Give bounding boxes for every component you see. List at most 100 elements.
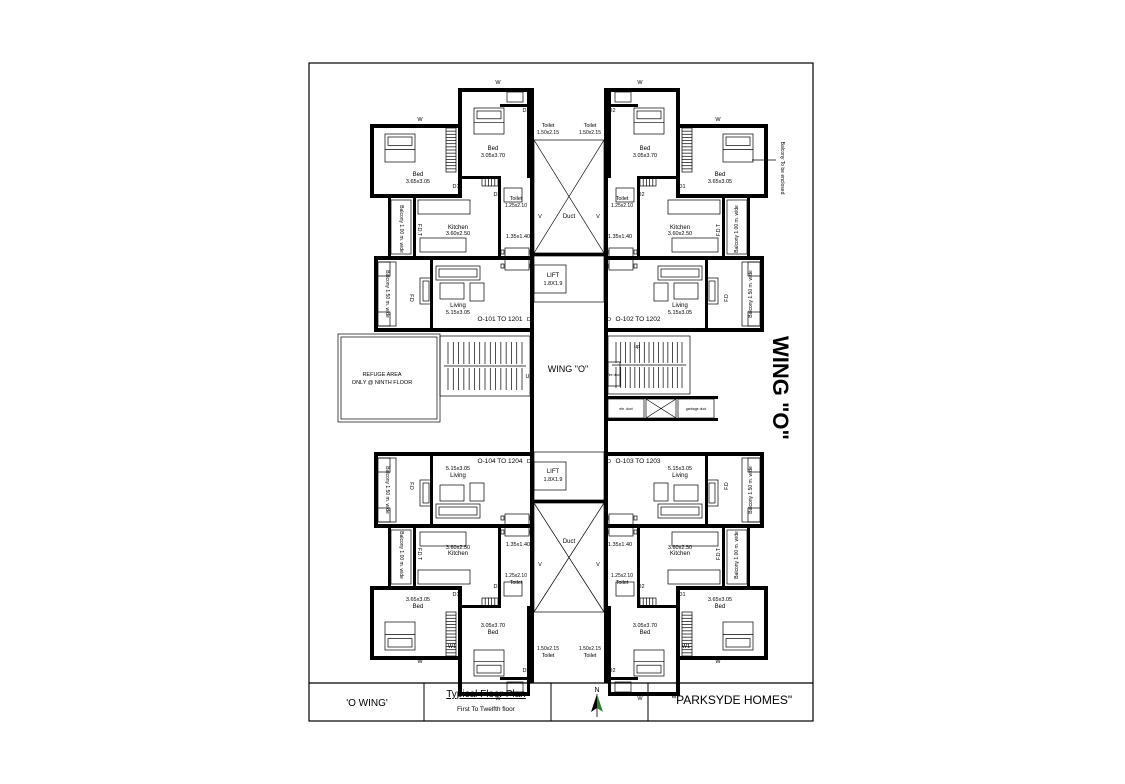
wall	[388, 198, 391, 256]
window-w1-tag: W1	[448, 644, 456, 650]
wash-basin	[615, 581, 635, 597]
window-glass	[478, 694, 508, 696]
coffee-table	[673, 282, 699, 300]
wall	[608, 677, 638, 680]
bed-a-size: 3.65x3.05	[708, 179, 732, 185]
wash-basin	[506, 91, 524, 103]
wall	[413, 528, 416, 586]
door-tag: D1	[678, 184, 685, 190]
window-tag: W	[715, 659, 721, 665]
toilet-a-size: 1.50x2.15	[537, 646, 559, 652]
bed	[722, 621, 754, 651]
wall	[498, 528, 501, 608]
wall	[462, 605, 500, 608]
living-size: 5.15x3.05	[668, 466, 692, 472]
balcony-living-label: Balcony 1.50 m. wide	[748, 466, 754, 514]
wall	[676, 88, 680, 126]
flat-code: O-102 TO 1202	[616, 316, 661, 323]
flat-o104-labels: Bed3.65x3.05Bed3.05x3.70Toilet1.50x2.15T…	[384, 458, 559, 702]
wall	[676, 194, 768, 198]
dining-table	[608, 513, 634, 537]
toilet-a-label: Toilet	[542, 653, 555, 659]
flat-o101-labels: Bed3.65x3.05Bed3.05x3.70Toilet1.50x2.15T…	[384, 80, 559, 323]
wash-basin	[614, 91, 632, 103]
armchair	[653, 482, 669, 502]
dining-size: 1.35x1.40	[506, 542, 530, 548]
living-size: 5.15x3.05	[446, 310, 470, 316]
window-tag: W	[637, 80, 643, 86]
wall	[374, 328, 530, 332]
core-wall-left	[530, 88, 534, 683]
wall	[498, 176, 501, 256]
wall	[608, 606, 611, 696]
wardrobe	[639, 597, 657, 607]
sofa-seat	[660, 506, 700, 516]
coffee-table	[439, 484, 465, 502]
vent-tag: V	[596, 214, 600, 220]
door-tag: D1	[452, 184, 459, 190]
dining-size: 1.35x1.40	[506, 234, 530, 240]
fdt-tag: F.D.T	[416, 224, 422, 236]
sofa	[657, 503, 703, 519]
wall	[760, 454, 764, 528]
wall	[500, 104, 530, 107]
window-glass	[713, 658, 743, 660]
wall	[527, 606, 530, 696]
wall	[764, 588, 768, 660]
bed-a-label: Bed	[413, 172, 424, 178]
duct-wall	[604, 396, 718, 399]
wardrobe	[481, 597, 499, 607]
wall	[676, 586, 768, 590]
toilet-a-size: 1.50x2.15	[537, 130, 559, 136]
window-tag: W	[715, 117, 721, 123]
toilet-b-size: 1.25x2.10	[505, 203, 527, 209]
living-label: Living	[450, 303, 466, 309]
kitchen-size: 3.60x2.50	[446, 545, 470, 551]
wall	[370, 124, 374, 196]
stair-right-up-label: up	[634, 344, 640, 350]
wash-basin	[503, 581, 523, 597]
bed-pillow	[387, 638, 413, 648]
sofa-seat	[660, 268, 700, 278]
bed-b-label: Bed	[488, 146, 499, 152]
wall	[638, 605, 676, 608]
sofa-seat	[708, 482, 716, 504]
bed	[384, 621, 416, 651]
door-tag: D	[607, 317, 611, 323]
bed-pillow	[476, 110, 502, 120]
bed-pillow	[725, 136, 751, 146]
armchair	[469, 482, 485, 502]
armchair	[469, 282, 485, 302]
door-tag: D2	[608, 668, 615, 674]
wall	[608, 452, 764, 456]
toilet-b-size: 1.25x2.10	[611, 203, 633, 209]
fdt-tag: F.D.T	[416, 548, 422, 560]
window-glass	[713, 124, 743, 126]
wall	[676, 658, 680, 696]
french-door-tag: F.D	[408, 294, 414, 302]
toilet-b-size: 1.25x2.10	[505, 573, 527, 579]
balcony-rail	[741, 457, 761, 523]
bed-a-size: 3.65x3.05	[708, 597, 732, 603]
balcony-enclosed-label: Balcony To be enclosed	[779, 142, 785, 195]
ele-duct-box	[607, 398, 645, 419]
door-tag: D2	[493, 192, 500, 198]
sofa-seat	[438, 268, 478, 278]
flat-o103-labels: Bed3.65x3.05Bed3.05x3.70Toilet1.50x2.15T…	[579, 458, 754, 702]
door-tag: D2	[637, 192, 644, 198]
flat-code: O-103 TO 1203	[616, 458, 661, 465]
bed-b-size: 3.05x3.70	[633, 153, 657, 159]
chair	[500, 263, 505, 269]
toilet-a-size: 1.50x2.15	[579, 130, 601, 136]
stair-left-up-label: Up	[525, 374, 532, 380]
living-size: 5.15x3.05	[668, 310, 692, 316]
chair	[604, 249, 609, 255]
window-tag: W	[637, 696, 643, 702]
bed-pillow	[636, 110, 662, 120]
balcony-living-label: Balcony 1.50 m. wide	[748, 270, 754, 318]
lower-lift-size: 1.8X1.9	[544, 477, 563, 483]
armchair	[653, 282, 669, 302]
lower-duct-label: Duct	[563, 539, 576, 545]
balcony-living-label: Balcony 1.50 m. wide	[384, 270, 390, 318]
